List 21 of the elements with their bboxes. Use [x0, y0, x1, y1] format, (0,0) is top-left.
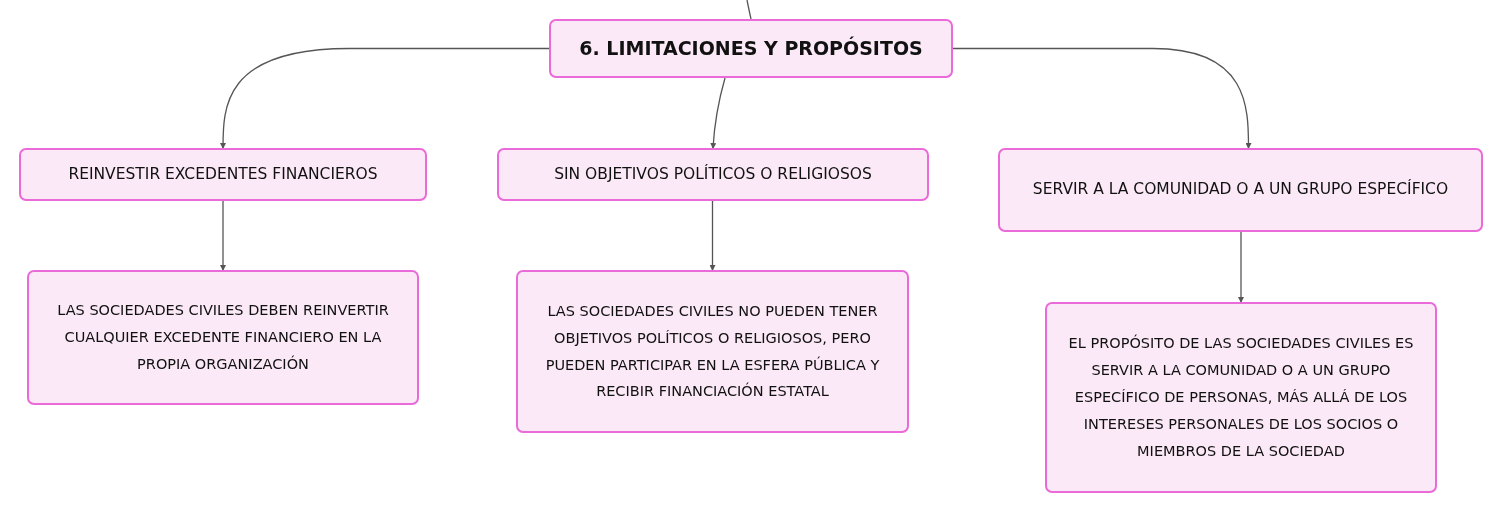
node-text: EL PROPÓSITO DE LAS SOCIEDADES CIVILES ES SERVIR A LA COMUNIDAD O A UN GRUPO ESPECÍFICO DE PERSONAS, MÁS ALLÁ DE LOS INTERESES PERSONALES DE LOS SOCIOS O MIEMBROS DE LA SOCIEDAD — [1067, 333, 1415, 461]
connector — [709, 200, 716, 271]
connector — [220, 200, 226, 271]
topic-title: 6. LIMITACIONES Y PROPÓSITOS — [579, 35, 923, 61]
node-text: LAS SOCIEDADES CIVILES DEBEN REINVERTIR CUALQUIER EXCEDENTE FINANCIERO EN LA PROPIA ORGANIZACIÓN — [56, 301, 390, 374]
connector — [220, 47, 550, 149]
connector — [1238, 231, 1244, 303]
connector — [952, 47, 1252, 149]
node-text: REINVESTIR EXCEDENTES FINANCIEROS — [68, 163, 378, 185]
subtopic-box — [497, 148, 929, 201]
topic-box — [549, 19, 953, 78]
description-box — [1045, 302, 1437, 493]
node-text: SERVIR A LA COMUNIDAD O A UN GRUPO ESPECÍFICO — [1032, 178, 1449, 201]
connector — [746, 0, 752, 20]
node-text: SIN OBJETIVOS POLÍTICOS O RELIGIOSOS — [554, 163, 872, 185]
description-box — [27, 270, 419, 405]
node-text: LAS SOCIEDADES CIVILES NO PUEDEN TENER OBJETIVOS POLÍTICOS O RELIGIOSOS, PERO PUEDEN PARTICIPAR EN LA ESFERA PÚBLICA Y RECIBIR FINANCIACIÓN ESTATAL — [544, 301, 881, 402]
subtopic-box — [998, 148, 1483, 232]
subtopic-box — [19, 148, 427, 201]
description-box — [516, 270, 909, 433]
connector — [710, 77, 726, 149]
